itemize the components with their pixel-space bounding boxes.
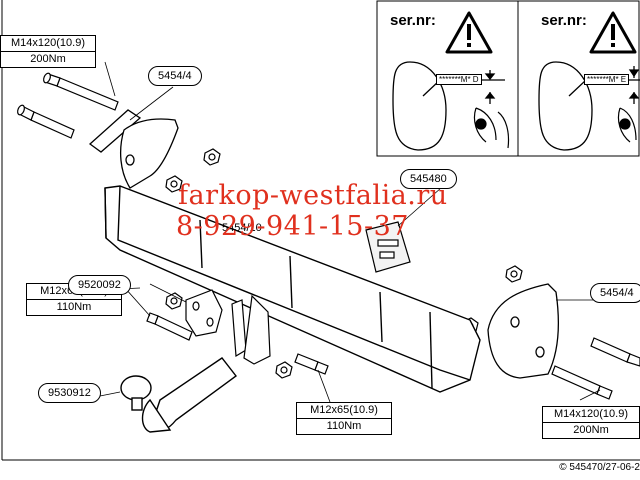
warning-triangle-icon [589,11,637,54]
part-label-bracket-left: 5454/4 [148,66,202,86]
bolt-m14-lower-right [551,365,613,400]
nut-icon [165,292,183,310]
part-label-socket-bracket: 9520092 [68,275,131,295]
watermark-phone: 8-929-941-15-37 [176,211,409,242]
eye-icon [617,107,637,143]
serial-number-right: *******M* E [584,74,630,85]
warning-triangle-icon [445,11,493,54]
bolt-spec-callout: M14x120(10.9) 200Nm [0,35,96,68]
mount-bracket [231,294,271,365]
serial-label-left: ser.nr: [390,12,436,29]
bolt-torque: 110Nm [27,299,121,315]
bolt-size: M14x120(10.9) [554,408,628,420]
tow-ball [120,357,237,433]
bolt-spec-callout: M14x120(10.9) 200Nm [542,406,640,439]
bolt-torque: 200Nm [1,51,95,67]
part-label-plate: 545480 [400,169,457,189]
bolt-m14-upper [43,72,119,111]
serial-label-right: ser.nr: [541,12,587,29]
bolt-size: M14x120(10.9) [11,37,85,49]
frame-lines [1,0,640,461]
warning-plate [365,221,411,273]
bolt-spec-callout: M12x65(10.9) 110Nm [296,402,392,435]
bolt-m12-lower [294,353,329,375]
part-label-tow-ball: 9530912 [38,383,101,403]
eye-icon [473,107,510,149]
bolt-m12 [146,312,193,341]
bolt-torque: 200Nm [543,422,639,438]
nut-icon [505,265,523,283]
nut-icon [165,175,183,193]
bolt-m14-lower [17,104,75,139]
bolt-m14-upper-right [590,337,640,367]
bracket-right [487,283,560,379]
nut-icon [203,148,221,166]
warning-box [376,0,640,157]
part-label-bracket-right: 5454/4 [590,283,640,303]
copyright-footer: © 545470/27-06-2 [559,462,640,473]
bolt-size: M12x65(10.9) [310,404,378,416]
bracket-plate-left [88,109,179,189]
nut-icon [275,361,293,379]
bolt-torque: 110Nm [297,418,391,434]
part-label-crossbar: 5454/10 [222,222,262,234]
socket-bracket [185,289,223,337]
watermark-site: farkop-westfalia.ru [178,180,448,211]
crossbar [104,185,481,393]
serial-number-left: *******M* D [436,74,482,85]
